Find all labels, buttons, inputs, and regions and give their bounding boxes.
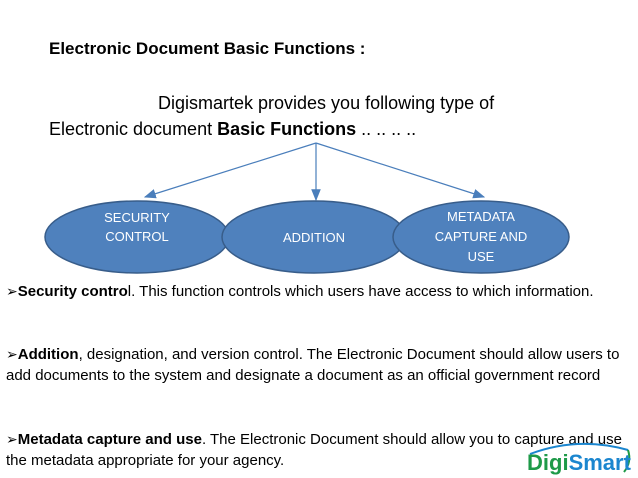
logo-part-digi: Digi (527, 450, 569, 475)
node-security-line2: CONTROL (105, 229, 169, 244)
logo-part-smart: Smart (568, 450, 631, 475)
slide-heading: Electronic Document Basic Functions : (49, 39, 366, 58)
intro-line-1: Digismartek provides you following type … (158, 93, 495, 113)
digismart-logo: DigiSmart (527, 449, 631, 477)
node-addition-line1: ADDITION (283, 230, 345, 245)
intro-line-2-bold: Basic Functions (217, 119, 357, 139)
paragraph-metadata: ➢Metadata capture and use. The Electroni… (6, 429, 631, 471)
paragraph-addition-text: , designation, and version control. The … (6, 346, 620, 384)
intro-line-2-trail: .. .. .. .. (356, 119, 417, 139)
bullet-arrow-icon: ➢ (6, 346, 18, 362)
node-metadata-line3: USE (468, 249, 495, 264)
node-security-control: SECURITY CONTROL (44, 200, 230, 274)
intro-line-2: Electronic document Basic Functions .. .… (49, 116, 609, 142)
node-security-line1: SECURITY (104, 210, 170, 225)
paragraph-security: ➢Security control. This function control… (6, 281, 631, 302)
arrow-to-metadata (315, 142, 486, 199)
arrow-to-security (143, 142, 317, 199)
paragraph-metadata-text: . The Electronic Document should allow y… (6, 431, 622, 469)
bullet-arrow-icon: ➢ (6, 283, 18, 299)
node-metadata-line1: METADATA (447, 209, 515, 224)
node-metadata-capture: METADATA CAPTURE AND USE (392, 200, 570, 274)
intro-text: Digismartek provides you following type … (49, 90, 609, 142)
paragraph-addition-bold: Addition (17, 346, 79, 363)
intro-line-2-plain: Electronic document (49, 119, 218, 139)
paragraph-addition: ➢Addition, designation, and version cont… (6, 344, 631, 386)
bullet-arrow-icon: ➢ (6, 431, 18, 447)
node-metadata-line2: CAPTURE AND (435, 229, 527, 244)
paragraph-security-bold: Security contro (17, 283, 128, 300)
node-addition: ADDITION (221, 200, 407, 274)
paragraph-metadata-bold: Metadata capture and use (17, 431, 202, 448)
paragraph-security-text: l. This function controls which users ha… (127, 283, 594, 300)
logo-swoosh-icon (529, 442, 631, 473)
